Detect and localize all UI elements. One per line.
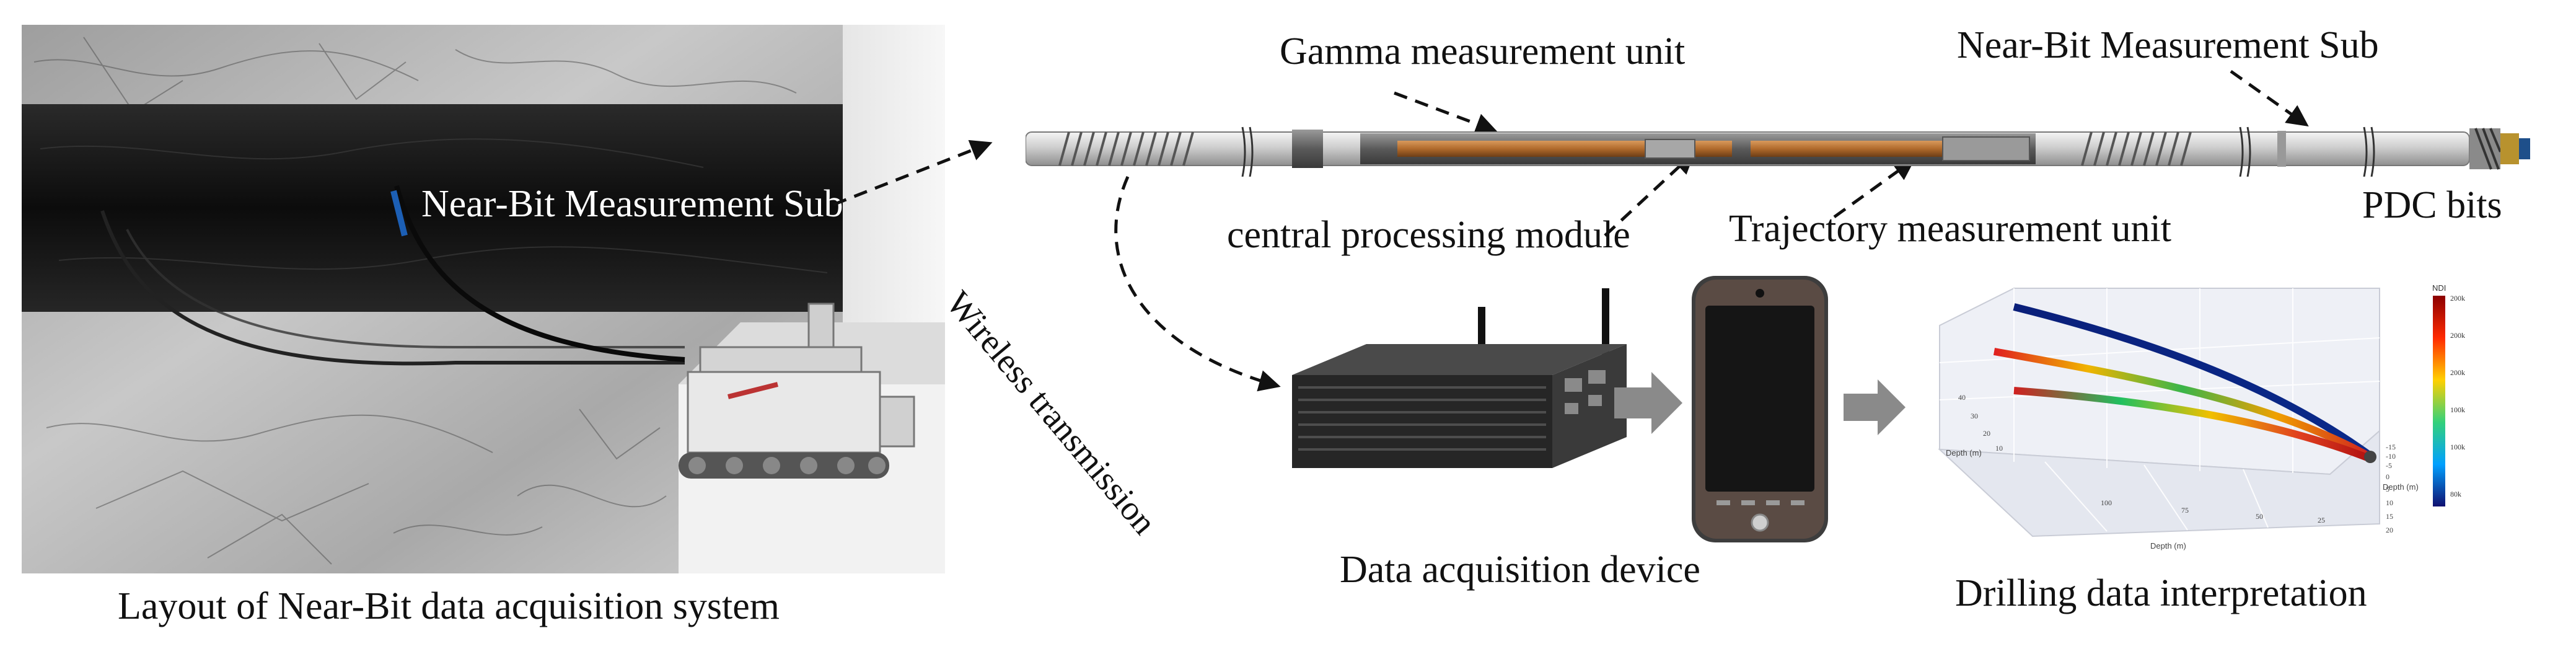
svg-text:100k: 100k [2450, 443, 2465, 451]
svg-text:100: 100 [2101, 498, 2112, 507]
svg-text:75: 75 [2181, 506, 2189, 515]
arrow-device-to-phone [1614, 372, 1682, 434]
tunnel-layout-image [22, 25, 945, 573]
svg-text:25: 25 [2318, 516, 2325, 524]
svg-text:20: 20 [1983, 429, 1990, 438]
thread-left [1058, 131, 1194, 166]
side-tick-labels: -15 -10 -5 0 5 10 15 20 [2386, 443, 2396, 534]
svg-text:200k: 200k [2450, 331, 2465, 340]
pdc-bits-label: PDC bits [2362, 184, 2502, 226]
drilling-3d-plot: Depth (m) Depth (m) Depth (m) -15 -10 -5… [1938, 283, 2465, 550]
arrow-near-bit-right [2230, 69, 2309, 127]
rock-fractures [33, 37, 797, 565]
colorbar [2433, 296, 2445, 506]
svg-text:100k: 100k [2450, 405, 2465, 414]
coal-seam [22, 104, 843, 312]
trace-1 [2013, 303, 2373, 459]
svg-text:50: 50 [2256, 512, 2263, 521]
svg-text:10: 10 [2386, 498, 2393, 507]
trajectory-unit-label: Trajectory measurement unit [1729, 208, 2171, 250]
cpu-module [1645, 139, 1695, 159]
arrow-sub-to-tool [833, 139, 993, 206]
svg-text:80k: 80k [2450, 490, 2461, 498]
data-acquisition-box [1292, 288, 1627, 468]
x-axis-label: Depth (m) [2150, 541, 2186, 550]
arrow-gamma [1394, 91, 1498, 135]
near-bit-sub-left-label: Near-Bit Measurement Sub [421, 183, 843, 225]
daq-device-label: Data acquisition device [1340, 549, 1700, 591]
gamma-unit-label: Gamma measurement unit [1280, 30, 1686, 73]
central-processing-label: central processing module [1227, 214, 1630, 256]
plot-floor-pane [1938, 429, 2380, 537]
colorbar-ticks: 200k 200k 200k 100k 100k 80k [2450, 294, 2465, 498]
svg-text:-10: -10 [2386, 452, 2396, 461]
x-tick-labels: 100 75 50 25 [2101, 498, 2325, 524]
y-tick-labels: 40 30 20 10 [1958, 393, 2003, 453]
svg-text:200k: 200k [2450, 368, 2465, 377]
drilling-rig [679, 303, 915, 479]
svg-text:20: 20 [2386, 526, 2393, 534]
svg-text:10: 10 [1995, 444, 2003, 453]
svg-text:40: 40 [1958, 393, 1966, 402]
smartphone-icon [1692, 276, 1828, 542]
arrow-trajectory [1833, 158, 1915, 219]
thread-right [2081, 131, 2192, 166]
arrow-phone-to-plot [1844, 379, 1906, 435]
trace-3 [2013, 387, 2372, 462]
arrow-cpu [1604, 152, 1695, 237]
layout-caption: Layout of Near-Bit data acquisition syst… [118, 585, 780, 627]
near-bit-sub-marker [390, 190, 408, 237]
z-axis-label: Depth (m) [1946, 448, 1982, 458]
svg-text:15: 15 [2386, 512, 2393, 521]
svg-text:0: 0 [2386, 472, 2389, 481]
svg-text:-15: -15 [2386, 443, 2396, 451]
svg-text:200k: 200k [2450, 294, 2465, 303]
near-bit-sub-right-label: Near-Bit Measurement Sub [1957, 24, 2379, 66]
collar [1292, 130, 1323, 168]
svg-text:-5: -5 [2386, 461, 2392, 470]
borehole-mid [126, 229, 685, 348]
interpretation-label: Drilling data interpretation [1955, 572, 2367, 614]
arrow-wireless [1114, 175, 1281, 392]
drill-string-tool [1026, 126, 2530, 177]
svg-text:5: 5 [2386, 485, 2389, 493]
y-axis-label: Depth (m) [2383, 482, 2419, 492]
colorbar-title: NDI [2432, 283, 2446, 293]
trace-2 [1993, 348, 2372, 461]
borehole-main [394, 185, 685, 362]
svg-text:30: 30 [1971, 412, 1978, 420]
pdc-bit-icon [2469, 128, 2530, 170]
borehole-lower [100, 210, 685, 366]
